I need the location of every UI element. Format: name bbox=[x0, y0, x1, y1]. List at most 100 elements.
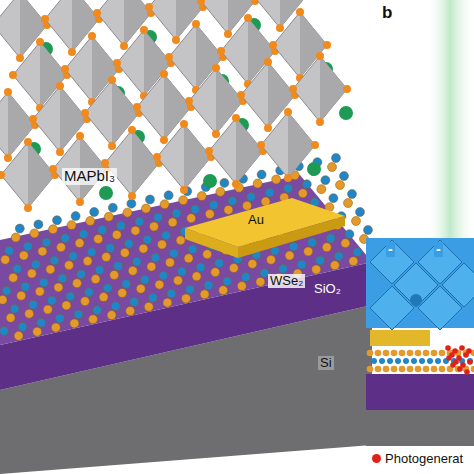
iodide bbox=[284, 108, 292, 116]
photocarrier bbox=[459, 345, 465, 351]
au-section bbox=[370, 330, 430, 346]
atom bbox=[57, 243, 66, 252]
atom bbox=[256, 277, 265, 286]
atom bbox=[205, 210, 214, 219]
atom bbox=[158, 240, 167, 249]
atom bbox=[228, 196, 237, 205]
atom bbox=[179, 196, 188, 205]
atom bbox=[220, 178, 229, 187]
iodide bbox=[232, 180, 240, 188]
atom bbox=[31, 260, 40, 269]
material-label: WSe₂ bbox=[268, 274, 305, 288]
atom bbox=[147, 262, 156, 271]
atom bbox=[55, 314, 64, 323]
atom bbox=[312, 265, 321, 274]
atom bbox=[11, 233, 20, 242]
atom bbox=[5, 246, 14, 255]
atom bbox=[423, 366, 430, 373]
atom bbox=[284, 184, 293, 193]
atom bbox=[415, 350, 422, 357]
atom bbox=[224, 205, 233, 214]
atom bbox=[471, 366, 474, 373]
iodide bbox=[128, 192, 136, 200]
atom bbox=[65, 261, 74, 270]
wse2-section bbox=[367, 350, 474, 373]
atom bbox=[139, 244, 148, 253]
atom bbox=[182, 294, 191, 303]
atom bbox=[87, 248, 96, 257]
atom bbox=[375, 350, 382, 357]
atom bbox=[114, 261, 123, 270]
iodide bbox=[76, 198, 84, 206]
atom bbox=[122, 279, 131, 288]
iodide bbox=[108, 76, 116, 84]
atom bbox=[302, 180, 311, 189]
atom bbox=[13, 264, 22, 273]
atom bbox=[219, 286, 228, 295]
atom bbox=[162, 231, 171, 240]
atom bbox=[191, 205, 200, 214]
atom bbox=[188, 245, 197, 254]
atom bbox=[130, 297, 139, 306]
atom bbox=[330, 261, 339, 270]
atom bbox=[2, 286, 11, 295]
atom bbox=[6, 313, 15, 322]
atom bbox=[168, 218, 177, 227]
atom bbox=[353, 248, 362, 257]
atom bbox=[184, 254, 193, 263]
sio2-top bbox=[0, 175, 372, 345]
iodide bbox=[9, 71, 17, 79]
atom bbox=[47, 296, 56, 305]
iodide bbox=[264, 58, 272, 66]
iodide bbox=[165, 53, 173, 61]
photocarriers bbox=[445, 345, 473, 375]
atom bbox=[9, 273, 18, 282]
iodide bbox=[93, 9, 101, 17]
atom bbox=[367, 366, 374, 373]
iodide bbox=[160, 70, 168, 78]
atom bbox=[83, 257, 92, 266]
atom bbox=[349, 257, 358, 266]
atom bbox=[67, 221, 76, 230]
atom bbox=[435, 358, 441, 364]
atom bbox=[1, 255, 10, 264]
atom bbox=[99, 293, 108, 302]
atom bbox=[106, 243, 115, 252]
iodide bbox=[343, 85, 351, 93]
material-label: SiO₂ bbox=[312, 282, 343, 296]
atom bbox=[407, 350, 414, 357]
atom bbox=[124, 239, 133, 248]
atom bbox=[93, 306, 102, 315]
atom bbox=[186, 285, 195, 294]
atom bbox=[356, 208, 365, 217]
atom bbox=[248, 259, 257, 268]
atom bbox=[197, 192, 206, 201]
atom bbox=[18, 322, 27, 331]
atom bbox=[427, 358, 433, 364]
atom bbox=[126, 306, 135, 315]
iodide bbox=[133, 103, 141, 111]
atom bbox=[316, 256, 325, 265]
atom bbox=[71, 212, 80, 221]
atom bbox=[170, 249, 179, 258]
atom bbox=[196, 263, 205, 272]
iodide bbox=[61, 65, 69, 73]
atom bbox=[110, 270, 119, 279]
atom bbox=[322, 243, 331, 252]
atom bbox=[90, 207, 99, 216]
iodide bbox=[323, 41, 331, 49]
iodide bbox=[224, 30, 232, 38]
atom bbox=[379, 358, 385, 364]
atom bbox=[407, 366, 414, 373]
panel-letter: b bbox=[380, 4, 394, 23]
iodide bbox=[41, 15, 49, 23]
iodide bbox=[140, 26, 148, 34]
legend-text: Photogenerat bbox=[385, 451, 463, 466]
atom bbox=[104, 212, 113, 221]
atom bbox=[364, 226, 373, 235]
atom bbox=[46, 265, 55, 274]
iodide bbox=[0, 171, 5, 179]
iodide bbox=[296, 8, 304, 16]
iodide bbox=[120, 42, 128, 50]
